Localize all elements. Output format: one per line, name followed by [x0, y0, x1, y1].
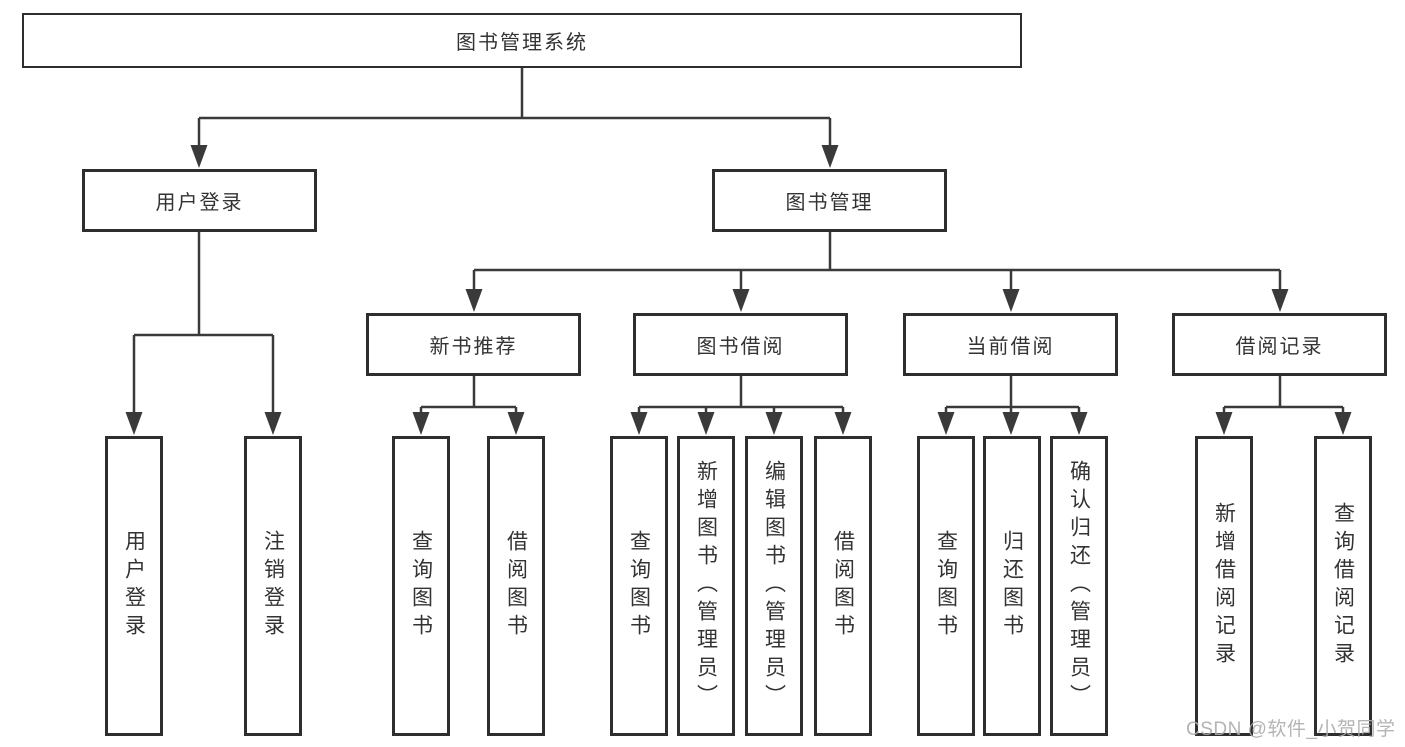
- leaf-borrow-books-recommend: 借阅图书: [487, 436, 545, 736]
- leaf-query-books-current: 查询图书: [917, 436, 975, 736]
- node-borrow-records: 借阅记录: [1172, 313, 1387, 376]
- leaf-edit-book-admin: 编辑图书（管理员）: [745, 436, 803, 736]
- csdn-watermark: CSDN @软件_小贺同学: [1186, 719, 1396, 740]
- leaf-confirm-return-admin: 确认归还（管理员）: [1050, 436, 1108, 736]
- leaf-add-book-admin: 新增图书（管理员）: [677, 436, 735, 736]
- node-book-management: 图书管理: [712, 169, 947, 232]
- leaf-logout: 注销登录: [244, 436, 302, 736]
- node-user-login: 用户登录: [82, 169, 317, 232]
- node-root: 图书管理系统: [22, 13, 1022, 68]
- leaf-return-book: 归还图书: [983, 436, 1041, 736]
- node-new-book-recommend: 新书推荐: [366, 313, 581, 376]
- leaf-add-borrow-record: 新增借阅记录: [1195, 436, 1253, 736]
- leaf-query-books-recommend: 查询图书: [392, 436, 450, 736]
- node-current-borrowing: 当前借阅: [903, 313, 1118, 376]
- leaf-user-login: 用户登录: [105, 436, 163, 736]
- leaf-query-books-borrow: 查询图书: [610, 436, 668, 736]
- leaf-borrow-books: 借阅图书: [814, 436, 872, 736]
- leaf-query-borrow-record: 查询借阅记录: [1314, 436, 1372, 736]
- node-book-borrowing: 图书借阅: [633, 313, 848, 376]
